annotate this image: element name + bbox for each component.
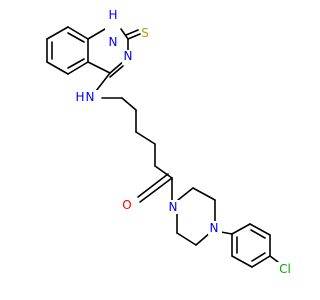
bonds — [46, 26, 279, 268]
atom-label-n-ring-h: N — [109, 35, 118, 49]
atom-label-chlorine: Cl — [279, 262, 291, 276]
atom-label-oxygen: O — [122, 198, 131, 212]
atom-label-n-piperazine-1: N — [169, 200, 178, 214]
atom-label-h-ring: H — [108, 8, 117, 22]
molecule-diagram: N H S N N H O N N Cl — [46, 8, 294, 276]
atom-label-n-ring: N — [124, 49, 133, 63]
atom-label-h-amine: H — [75, 90, 84, 104]
atom-label-sulfur: S — [141, 26, 149, 40]
atom-label-n-amine: N — [86, 90, 95, 104]
atom-labels: N H S N N H O N N Cl — [75, 8, 294, 276]
atom-label-n-piperazine-4: N — [210, 221, 219, 235]
structure-drawing: N H S N N H O N N Cl — [46, 8, 294, 276]
